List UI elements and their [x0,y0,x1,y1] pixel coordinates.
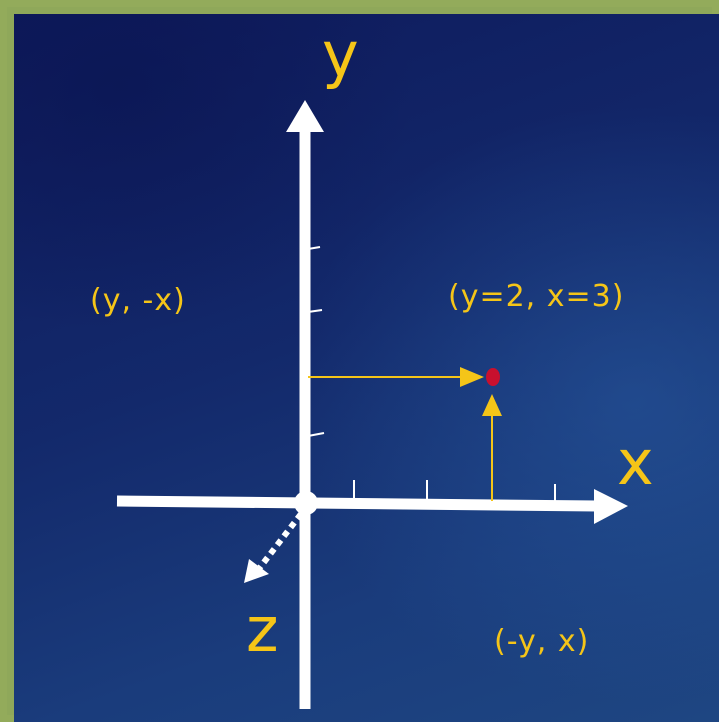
x-axis-line [116,495,598,512]
y-tick-2 [307,309,323,313]
z-axis-line [255,512,304,572]
origin-dot [294,491,318,515]
plotted-point [486,368,500,386]
lower-right-quadrant-label: (-y, x) [494,624,590,659]
x-axis-label: x [617,426,654,499]
y-axis-label: y [322,18,359,91]
coordinate-diagram [116,100,628,709]
x-axis-arrowhead [594,489,628,524]
diagram-canvas: y x z (y, -x) (y=2, x=3) (-y, x) [14,14,719,722]
upper-left-quadrant-label: (y, -x) [90,283,186,318]
y-axis-arrowhead [286,100,324,132]
point-label: (y=2, x=3) [448,279,625,314]
y-tick-1 [307,432,325,437]
z-axis-label: z [246,593,279,666]
vertical-guide-arrowhead [482,394,502,416]
horizontal-guide-arrowhead [460,367,484,387]
y-tick-3 [307,246,321,250]
z-axis-arrowhead [244,559,269,583]
